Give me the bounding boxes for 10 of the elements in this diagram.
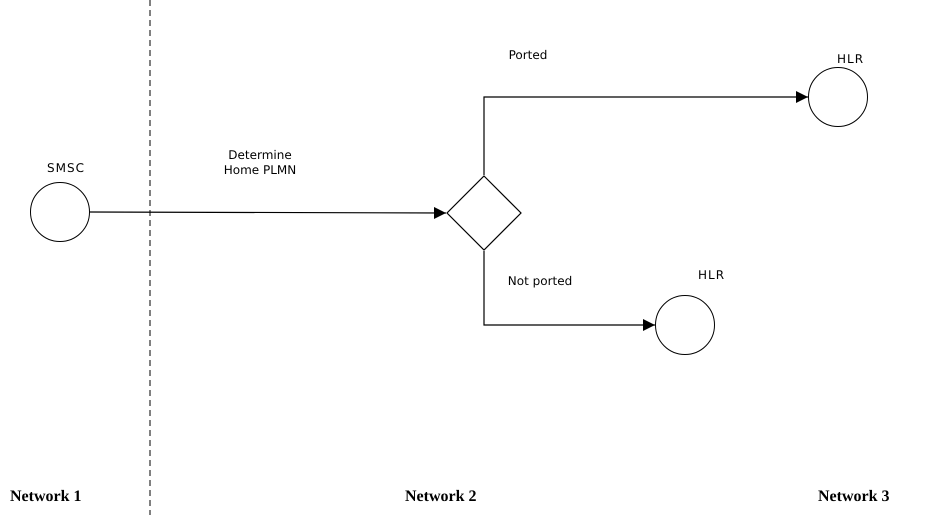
decision-diamond	[446, 175, 522, 251]
network-label: Network 2	[405, 488, 477, 506]
arrow	[483, 251, 655, 331]
node-label: HLR	[698, 268, 726, 282]
network-label: Network 3	[818, 488, 890, 506]
network-label: Network 1	[10, 488, 82, 506]
arrow	[483, 91, 808, 175]
node-label: SMSC	[47, 161, 85, 175]
arrow	[90, 206, 446, 219]
node-label: HLR	[837, 52, 864, 66]
